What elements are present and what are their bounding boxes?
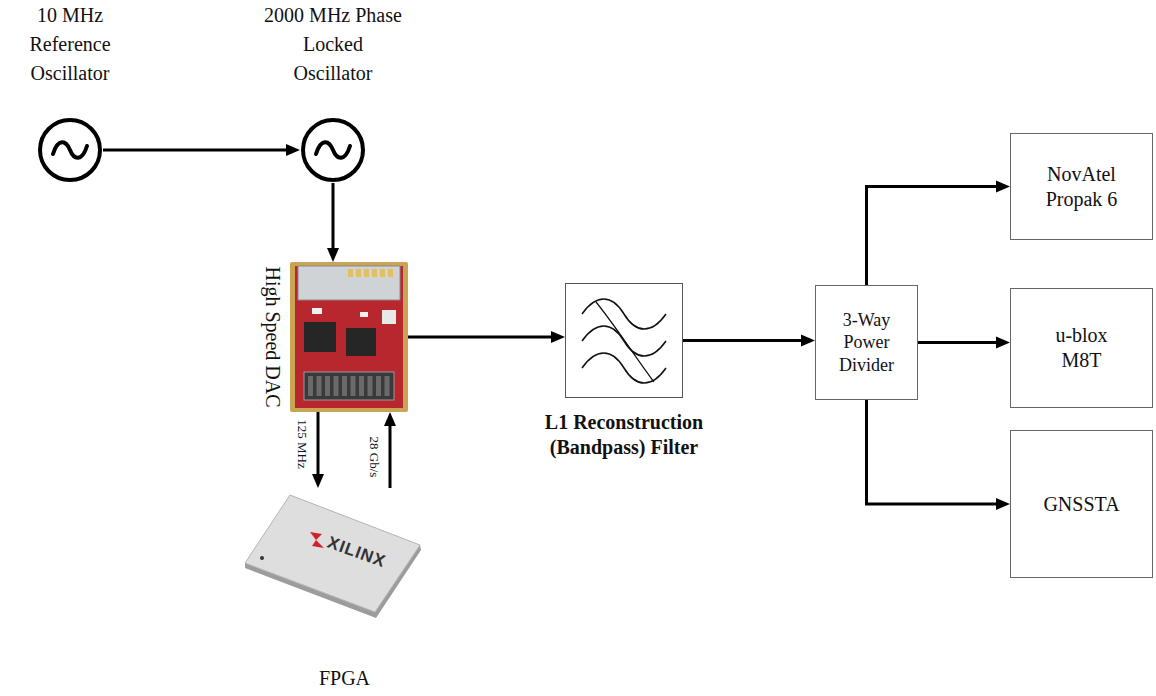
chip-title: FPGA bbox=[252, 667, 437, 689]
oscillator-circle bbox=[40, 120, 100, 180]
connector-line bbox=[332, 183, 335, 249]
connector-line bbox=[683, 339, 802, 342]
node-box: NovAtel Propak 6 bbox=[1010, 133, 1153, 240]
wave-stroke bbox=[596, 302, 654, 382]
node-box: 3-Way Power Divider bbox=[815, 285, 918, 400]
board-frame bbox=[290, 262, 408, 412]
connector bbox=[103, 144, 300, 156]
rotated-title: High Speed DAC bbox=[262, 266, 284, 407]
node-dac: High Speed DAC bbox=[262, 262, 408, 412]
xilinx-logo bbox=[310, 532, 324, 548]
node-osc: 10 MHz Reference Oscillator bbox=[5, 0, 135, 183]
board-connector bbox=[298, 266, 400, 300]
connector bbox=[384, 412, 396, 488]
connector-line bbox=[918, 341, 997, 344]
connector-pin bbox=[380, 269, 385, 277]
socket-pin bbox=[359, 376, 364, 396]
oscillator-symbol bbox=[37, 117, 103, 183]
chip-face bbox=[245, 495, 420, 612]
box-label: 3-Way Power Divider bbox=[823, 309, 910, 377]
socket-pin bbox=[325, 376, 330, 396]
node-box: GNSSTA bbox=[1010, 430, 1153, 578]
board-socket bbox=[304, 372, 394, 400]
component bbox=[360, 312, 368, 317]
wave-line bbox=[582, 326, 666, 356]
node-box: u-blox M8T bbox=[1010, 288, 1153, 408]
node-filter: L1 Reconstruction (Bandpass) Filter bbox=[504, 283, 744, 464]
connector-pin bbox=[356, 269, 361, 277]
filter-box bbox=[565, 283, 683, 398]
signal-label: 125 MHz bbox=[295, 419, 310, 468]
chip bbox=[346, 328, 376, 356]
arrow-head bbox=[286, 144, 300, 156]
node-fpga: XILINXFPGA bbox=[240, 488, 425, 693]
oscillator-label: 10 MHz Reference Oscillator bbox=[5, 1, 135, 88]
wave-line bbox=[582, 353, 666, 383]
socket-pin bbox=[351, 376, 356, 396]
connector-line bbox=[103, 149, 287, 152]
arrow-head bbox=[384, 412, 396, 426]
connector bbox=[683, 335, 815, 347]
socket-pin bbox=[334, 376, 339, 396]
connector-pin bbox=[388, 269, 393, 277]
socket-pin bbox=[308, 376, 313, 396]
socket-pin bbox=[376, 376, 381, 396]
oscillator-label: 2000 MHz Phase Locked Oscillator bbox=[263, 1, 403, 88]
connector-line bbox=[389, 425, 392, 488]
pin-one-dot bbox=[260, 556, 264, 560]
socket-pin bbox=[317, 376, 322, 396]
arrow-head bbox=[327, 248, 339, 262]
connector-line bbox=[867, 187, 998, 286]
connector-line bbox=[867, 400, 998, 504]
socket-pin bbox=[368, 376, 373, 396]
circuit-board bbox=[295, 266, 403, 408]
sine-symbol bbox=[316, 142, 350, 158]
component bbox=[382, 310, 396, 324]
arrow-head bbox=[996, 498, 1010, 510]
arrow-head bbox=[801, 335, 815, 347]
oscillator-symbol bbox=[300, 117, 366, 183]
bandpass-symbol bbox=[566, 284, 682, 397]
connector bbox=[867, 181, 1011, 286]
filter-label: L1 Reconstruction (Bandpass) Filter bbox=[504, 410, 744, 460]
connector-line bbox=[408, 336, 552, 339]
node-osc: 2000 MHz Phase Locked Oscillator bbox=[263, 0, 403, 183]
connector-pin bbox=[364, 269, 369, 277]
connector-line bbox=[317, 412, 320, 475]
arrow-head bbox=[996, 337, 1010, 349]
sine-symbol bbox=[53, 142, 87, 158]
arrow-head bbox=[312, 474, 324, 488]
connector-pin bbox=[372, 269, 377, 277]
socket-pin bbox=[385, 376, 390, 396]
arrow-head bbox=[551, 331, 565, 343]
connector bbox=[408, 331, 565, 343]
connector bbox=[327, 183, 339, 262]
box-label: NovAtel Propak 6 bbox=[1037, 162, 1127, 212]
connector bbox=[312, 412, 324, 488]
wave-line bbox=[582, 299, 666, 329]
box-label: u-blox M8T bbox=[1037, 323, 1127, 373]
chip bbox=[304, 322, 336, 352]
connector-pin bbox=[348, 269, 353, 277]
arrow-head bbox=[996, 181, 1010, 193]
socket-pin bbox=[342, 376, 347, 396]
connector bbox=[867, 400, 1011, 510]
connector bbox=[918, 337, 1010, 349]
signal-label: 28 Gb/s bbox=[367, 436, 382, 477]
oscillator-circle bbox=[303, 120, 363, 180]
dac-board-picture bbox=[290, 262, 408, 412]
component bbox=[312, 308, 322, 314]
box-label: GNSSTA bbox=[1043, 492, 1119, 517]
